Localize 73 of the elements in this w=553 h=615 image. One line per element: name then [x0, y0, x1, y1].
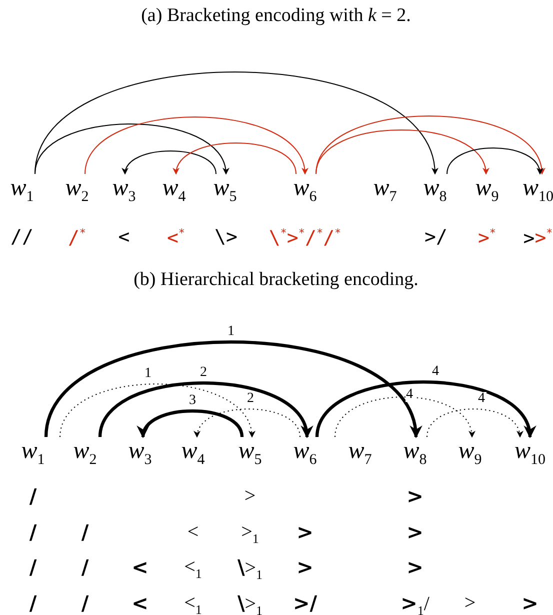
dependency-arc: [84, 116, 307, 175]
word-token: w$_{1}$: [10, 176, 34, 205]
caption: (b) Hierarchical bracketing encoding.: [134, 270, 418, 289]
word-token: w$_{1}$: [21, 439, 45, 468]
encoding-cell: /: [81, 522, 89, 542]
dependency-arc: [140, 409, 244, 438]
dependency-arc: [316, 130, 488, 175]
bracket-label: <$^{*}$: [166, 228, 186, 248]
encoding-cell: >: [296, 557, 314, 577]
dependency-arc: [44, 340, 420, 438]
dependency-arc: [34, 72, 437, 175]
encoding-cell: <: [187, 522, 199, 542]
bracket-label: >>$^{*}$: [523, 228, 553, 248]
encoding-cell: \>$_{1}$: [237, 593, 263, 615]
word-token: w$_{10}$: [514, 439, 546, 468]
encoding-cell: <$_{1}$: [184, 557, 202, 580]
bracket-label: >$^{*}$: [478, 228, 496, 248]
bracket-label: //: [10, 228, 34, 247]
dependency-arc: [426, 408, 522, 438]
word-token: w$_{3}$: [112, 176, 136, 205]
encoding-cell: <: [132, 593, 148, 613]
word-token: w$_{9}$: [458, 439, 482, 468]
encoding-cell: >: [522, 593, 538, 613]
word-token: w$_{10}$: [522, 176, 553, 205]
dependency-arc: [315, 380, 534, 438]
encoding-cell: >: [464, 593, 476, 613]
word-token: w$_{9}$: [475, 176, 499, 205]
encoding-cell: >: [406, 522, 424, 542]
bracket-label: >/: [424, 228, 448, 247]
word-token: w$_{5}$: [238, 439, 262, 468]
encoding-cell: >: [244, 486, 256, 506]
dependency-arc: [60, 384, 254, 438]
word-token: w$_{2}$: [73, 439, 97, 468]
encoding-cell: /: [81, 593, 89, 613]
encoding-cell: /: [29, 486, 37, 506]
encoding-cell: >: [406, 557, 424, 577]
edge-label: 4: [405, 388, 414, 402]
encoding-cell: >$_{1}$/: [400, 593, 430, 615]
dependency-arc: [174, 142, 296, 175]
word-token: w$_{8}$: [423, 176, 447, 205]
bracket-label: /$^{*}$: [68, 228, 86, 248]
dependency-arc: [316, 116, 544, 175]
word-token: w$_{6}$: [293, 176, 317, 205]
encoding-cell: \>$_{1}$: [237, 557, 263, 581]
word-token: w$_{7}$: [348, 439, 372, 468]
word-token: w$_{4}$: [162, 176, 186, 205]
word-token: w$_{4}$: [181, 439, 205, 468]
dependency-arc: [123, 150, 216, 175]
word-token: w$_{8}$: [403, 439, 427, 468]
bracket-label: <: [118, 228, 130, 247]
encoding-cell: >: [406, 486, 424, 506]
dependency-arc: [334, 396, 474, 438]
encoding-cell: /: [29, 593, 37, 613]
encoding-cell: >$_{1}$: [241, 522, 259, 545]
encoding-cell: <$_{1}$: [184, 593, 202, 615]
caption: (a) Bracketing encoding with k = 2.: [141, 6, 411, 25]
dependency-arc: [446, 148, 542, 175]
dependency-arc: [98, 381, 310, 438]
encoding-cell: <: [132, 557, 148, 577]
word-token: w$_{5}$: [213, 176, 237, 205]
encoding-cell: /: [29, 557, 37, 577]
bracket-label: \$^{*}$>$^{*}$/$^{*}$/$^{*}$: [268, 228, 342, 248]
encoding-cell: /: [29, 522, 37, 542]
bracket-label: \>: [214, 228, 238, 247]
encoding-cell: /: [81, 557, 89, 577]
word-token: w$_{3}$: [128, 439, 152, 468]
word-token: w$_{7}$: [373, 176, 397, 205]
word-token: w$_{2}$: [65, 176, 89, 205]
dependency-arc: [195, 408, 300, 438]
encoding-cell: >/: [292, 593, 318, 613]
encoding-cell: >: [296, 522, 314, 542]
word-token: w$_{6}$: [293, 439, 317, 468]
dependency-arc: [34, 124, 228, 175]
